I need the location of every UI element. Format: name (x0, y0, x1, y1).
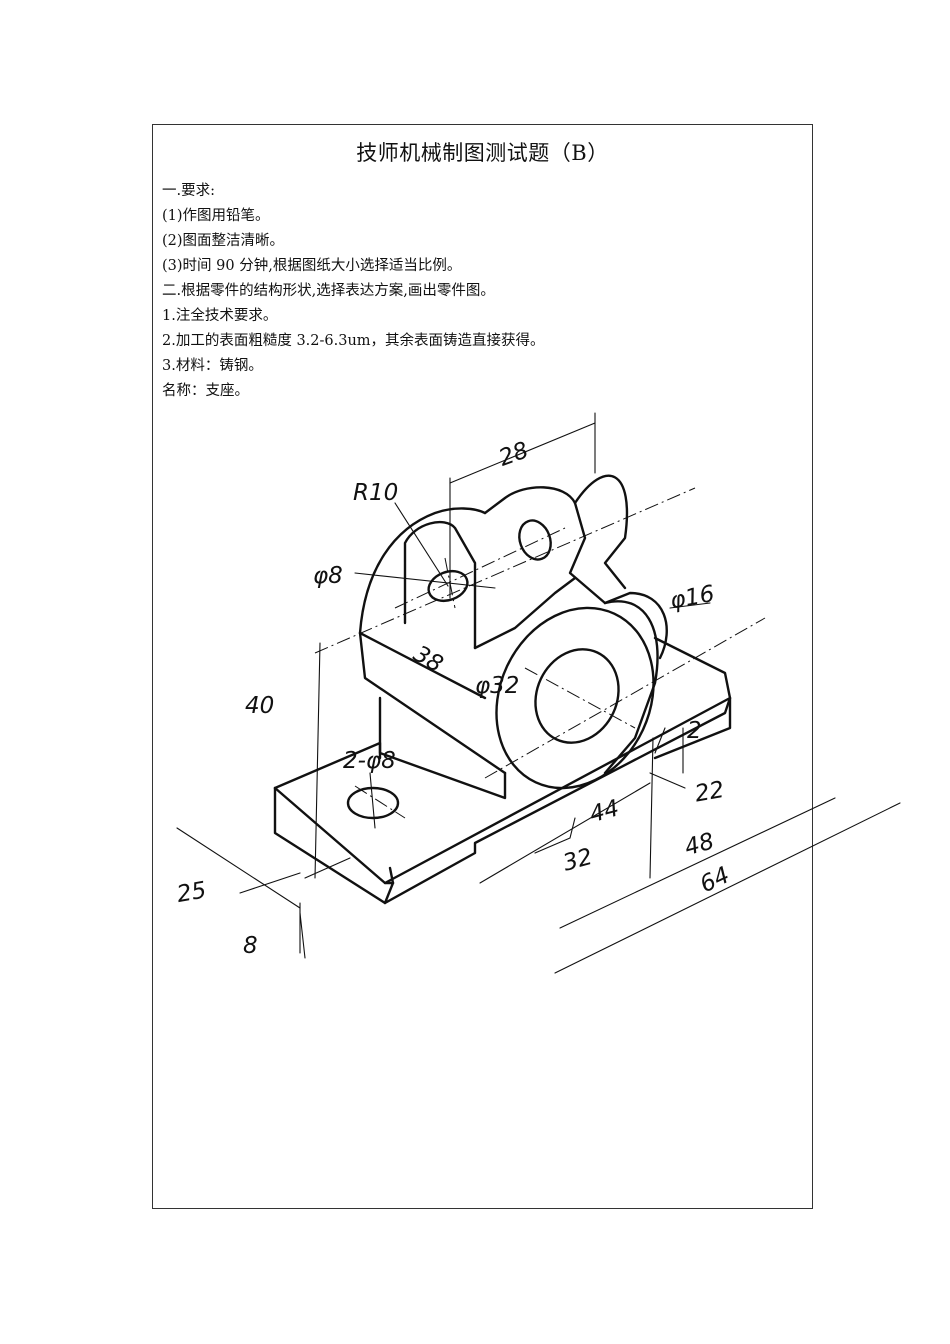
upper-boss (358, 474, 629, 650)
requirement-line: 2.加工的表面粗糙度 3.2-6.3um，其余表面铸造直接获得。 (162, 333, 545, 349)
requirements-list: 一.要求: (1)作图用铅笔。 (2)图面整洁清晰。 (3)时间 90 分钟,根… (162, 179, 545, 404)
dim-r10: R10 (353, 480, 398, 506)
support-web (358, 631, 507, 800)
dim-2-phi8: 2-φ8 (343, 748, 396, 774)
dim-22: 22 (693, 777, 726, 808)
sheet-title: 技师机械制图测试题（B） (356, 141, 609, 165)
dimension-lines (176, 412, 901, 974)
isometric-support-drawing: 28 R10 φ8 φ16 38 φ32 40 2-φ8 2 22 44 48 … (165, 398, 910, 1018)
requirement-line: (3)时间 90 分钟,根据图纸大小选择适当比例。 (162, 258, 462, 274)
requirement-line: 3.材料：铸钢。 (162, 358, 263, 374)
base-hole (346, 786, 400, 820)
test-sheet-frame: 技师机械制图测试题（B） 一.要求: (1)作图用铅笔。 (2)图面整洁清晰。 … (152, 124, 813, 1209)
dim-phi8: φ8 (313, 563, 343, 589)
requirement-line: 1.注全技术要求。 (162, 308, 278, 324)
support-drawing-svg: 28 R10 φ8 φ16 38 φ32 40 2-φ8 2 22 44 48 … (165, 398, 901, 1018)
requirement-line: (1)作图用铅笔。 (162, 208, 270, 224)
requirement-line: 一.要求: (162, 183, 215, 199)
dim-8: 8 (243, 933, 258, 959)
center-lines (314, 487, 766, 819)
requirement-line: 二.根据零件的结构形状,选择表达方案,画出零件图。 (162, 283, 495, 299)
drawing-backdrop (165, 398, 805, 1018)
main-cylinder (495, 591, 668, 790)
dim-phi32: φ32 (475, 673, 519, 699)
requirement-line: 名称：支座。 (162, 383, 249, 399)
dim-2: 2 (687, 718, 702, 744)
requirement-line: (2)图面整洁清晰。 (162, 233, 285, 249)
dim-25: 25 (175, 877, 208, 908)
dim-40: 40 (245, 693, 274, 719)
